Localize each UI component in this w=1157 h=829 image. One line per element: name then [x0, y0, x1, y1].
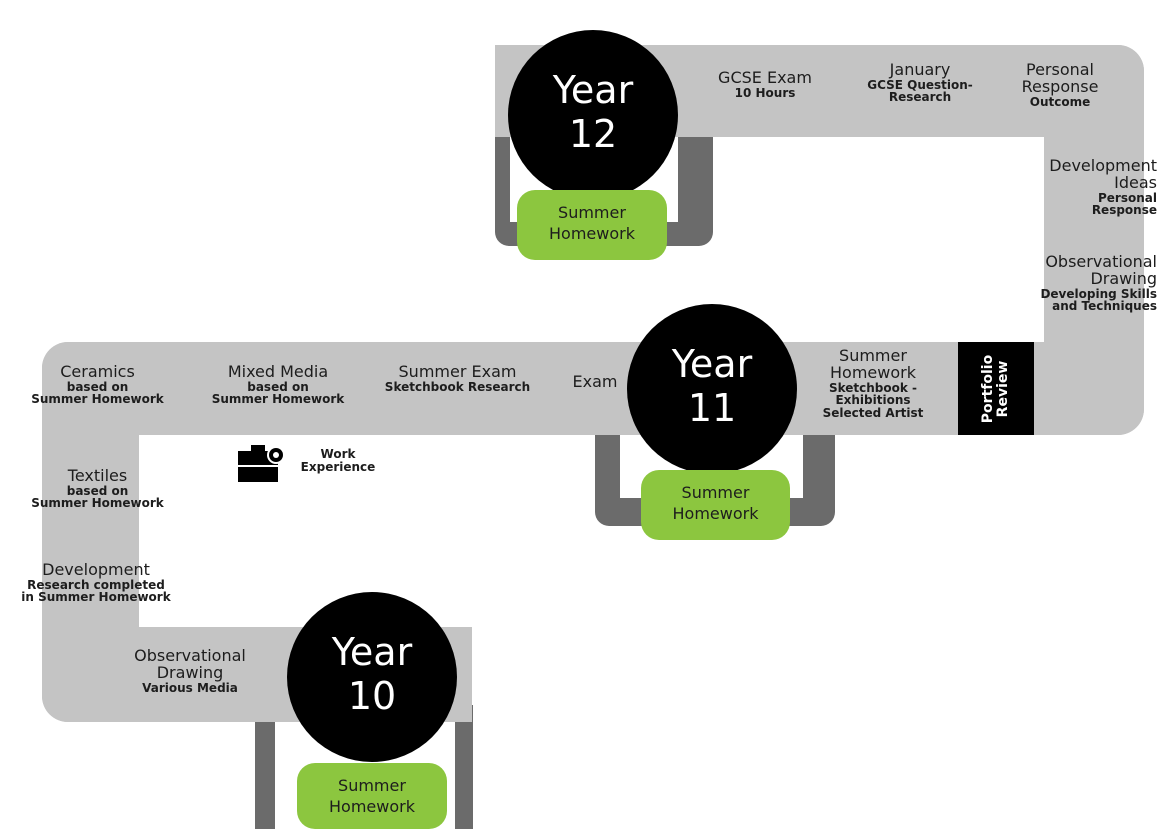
ceramics-label: Ceramics based on Summer Homework [31, 362, 164, 407]
summer-homework-sketchbook-label: Summer Homework Sketchbook - Exhibitions… [822, 346, 924, 420]
mixed-media-label: Mixed Media based on Summer Homework [211, 362, 345, 407]
year12-label-line2: 12 [568, 112, 618, 156]
summer-exam-label: Summer Exam Sketchbook Research [384, 362, 531, 394]
year11-label-line2: 11 [687, 386, 737, 430]
year10-label-line1: Year [331, 630, 413, 674]
year10-circle: Year 10 [287, 592, 457, 762]
briefcase-icon [236, 444, 286, 484]
work-experience-label: Work Experience [300, 447, 376, 474]
observational-drawing-right-label: Observational Drawing Developing Skills … [1040, 252, 1157, 314]
gcse-exam-label: GCSE Exam 10 Hours [718, 68, 812, 100]
exam-label: Exam [572, 372, 618, 391]
year10-label-line2: 10 [347, 674, 397, 718]
textiles-label: Textiles based on Summer Homework [31, 466, 164, 511]
year11-label-line1: Year [671, 342, 753, 386]
year12-label-line1: Year [552, 68, 634, 112]
observational-drawing-bottom-label: Observational Drawing Various Media [134, 646, 246, 695]
personal-response-label: Personal Response Outcome [1021, 60, 1099, 109]
year12-circle: Year 12 [508, 30, 678, 200]
year11-circle: Year 11 [627, 304, 797, 474]
development-label: Development Research completed in Summer… [21, 560, 171, 605]
january-label: January GCSE Question- Research [867, 60, 973, 105]
development-ideas-label: Development Ideas Personal Response [1049, 156, 1157, 218]
